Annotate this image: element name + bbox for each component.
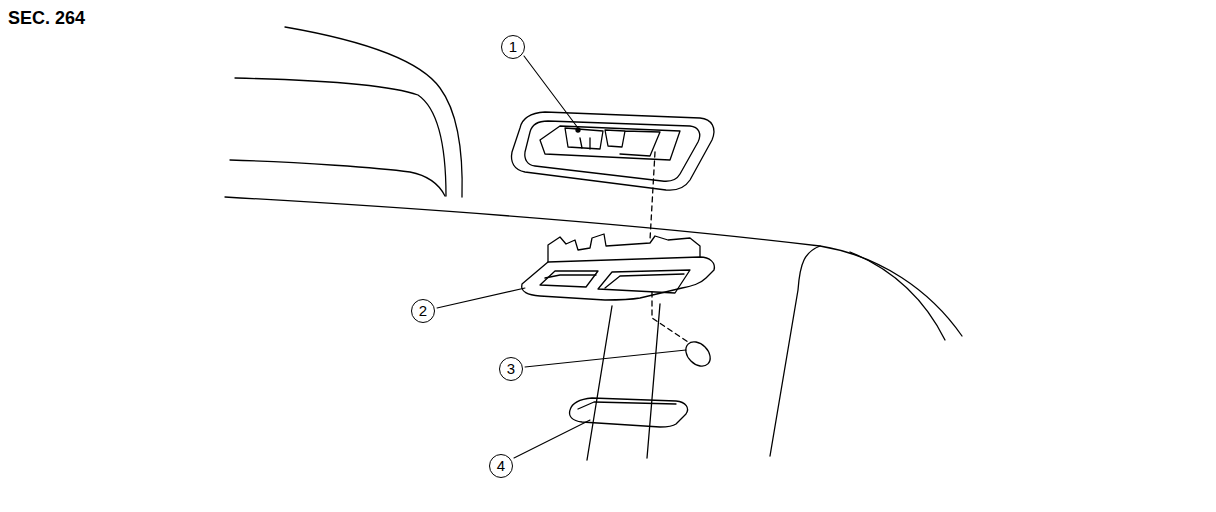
leader-line <box>524 56 578 128</box>
visor-curve <box>285 27 462 197</box>
recess-floor <box>540 126 680 160</box>
roof-recess <box>512 112 714 190</box>
callout-number: 4 <box>489 454 513 478</box>
pillar-line <box>850 252 945 340</box>
lamp-body <box>522 257 715 300</box>
lamp-body-top <box>548 234 700 262</box>
assembly-line <box>652 292 688 342</box>
visor-curve <box>230 160 445 196</box>
pillar-line <box>770 246 820 456</box>
leader-line <box>514 420 590 458</box>
lens <box>570 398 688 427</box>
connector-block <box>565 128 603 149</box>
lens-edge <box>578 402 676 409</box>
lamp-window <box>540 271 598 287</box>
roof-edge <box>225 197 962 336</box>
lamp-detail <box>545 275 596 278</box>
visor-curve <box>235 78 446 196</box>
guide-line <box>647 304 660 458</box>
leader-line <box>525 350 686 367</box>
section-reference: SEC. 264 <box>8 8 85 29</box>
bulb <box>681 337 715 371</box>
screw-point <box>576 128 580 132</box>
assembly-line <box>650 152 655 240</box>
callout-number: 1 <box>501 35 525 59</box>
callout-number: 3 <box>499 357 523 381</box>
connector-block <box>580 138 590 149</box>
guide-line <box>587 306 612 460</box>
callout-number: 2 <box>411 299 435 323</box>
lamp-window <box>598 270 690 293</box>
bracket <box>605 130 660 156</box>
roof-recess-inner <box>525 121 700 181</box>
leader-line <box>437 288 525 308</box>
lamp-detail <box>605 274 684 288</box>
